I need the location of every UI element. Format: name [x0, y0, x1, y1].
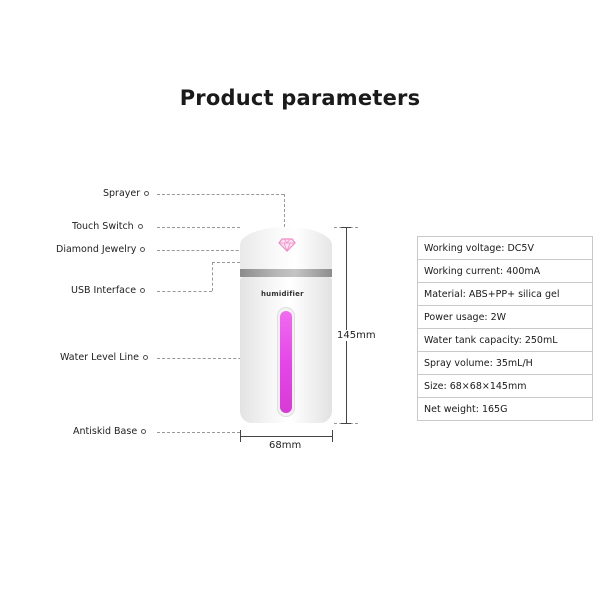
spec-cell: Working voltage: DC5V [417, 236, 593, 260]
usb-interface-band [240, 269, 332, 277]
height-dim-line [346, 227, 347, 423]
leader-line-diamond [157, 250, 278, 251]
pointer-dot-icon [140, 288, 146, 293]
leader-line-sprayer [157, 194, 284, 195]
leader-line-water-level [157, 358, 282, 359]
height-dimension: 145mm [336, 330, 377, 341]
page-title: Product parameters [179, 86, 421, 110]
label-usb-interface: USB Interface [71, 285, 146, 296]
spec-cell: Water tank capacity: 250mL [417, 328, 593, 352]
spec-row: Working current: 400mA [417, 259, 593, 283]
spec-cell: Power usage: 2W [417, 305, 593, 329]
label-antiskid-base: Antiskid Base [73, 426, 147, 437]
height-dim-tick-top [341, 227, 351, 228]
label-diamond-jewelry: Diamond Jewelry [56, 244, 146, 255]
spec-cell: Size: 68×68×145mm [417, 374, 593, 398]
spec-row: Spray volume: 35mL/H [417, 351, 593, 375]
water-level-light [280, 311, 292, 413]
leader-line-antiskid [157, 432, 240, 433]
label-water-level-line: Water Level Line [60, 352, 148, 363]
width-dim-line [240, 436, 332, 437]
label-touch-switch: Touch Switch [72, 221, 143, 232]
spec-cell: Material: ABS+PP+ silica gel [417, 282, 593, 306]
spec-row: Water tank capacity: 250mL [417, 328, 593, 352]
label-diamond-jewelry-text: Diamond Jewelry [56, 244, 137, 255]
spec-row: Size: 68×68×145mm [417, 374, 593, 398]
diamond-icon [278, 238, 296, 252]
label-sprayer-text: Sprayer [103, 188, 141, 199]
leader-line-touch-switch [157, 227, 240, 228]
label-usb-interface-text: USB Interface [71, 285, 137, 296]
label-touch-switch-text: Touch Switch [72, 221, 134, 232]
pointer-dot-icon [143, 355, 148, 360]
spec-row: Working voltage: DC5V [417, 236, 593, 260]
label-antiskid-base-text: Antiskid Base [73, 426, 138, 437]
brand-logo: humidifier [261, 290, 304, 298]
spec-cell: Spray volume: 35mL/H [417, 351, 593, 375]
width-dim-tick-right [332, 430, 333, 442]
spec-row: Power usage: 2W [417, 305, 593, 329]
spec-cell: Working current: 400mA [417, 259, 593, 283]
leader-line-usb [157, 291, 212, 292]
pointer-dot-icon [144, 191, 150, 196]
spec-cell: Net weight: 165G [417, 397, 593, 421]
pointer-dot-icon [140, 247, 146, 252]
spec-row: Material: ABS+PP+ silica gel [417, 282, 593, 306]
leader-line-usb-top [212, 262, 240, 263]
label-water-level-line-text: Water Level Line [60, 352, 139, 363]
pointer-dot-icon [141, 429, 147, 434]
pointer-dot-icon [137, 224, 143, 229]
leader-line-sprayer-drop [284, 194, 285, 227]
width-dimension: 68mm [269, 440, 302, 451]
label-sprayer: Sprayer [103, 188, 150, 199]
spec-row: Net weight: 165G [417, 397, 593, 421]
height-dim-tick-bottom [341, 423, 351, 424]
humidifier-device: humidifier [240, 227, 332, 423]
leader-line-usb-rise [212, 262, 213, 291]
